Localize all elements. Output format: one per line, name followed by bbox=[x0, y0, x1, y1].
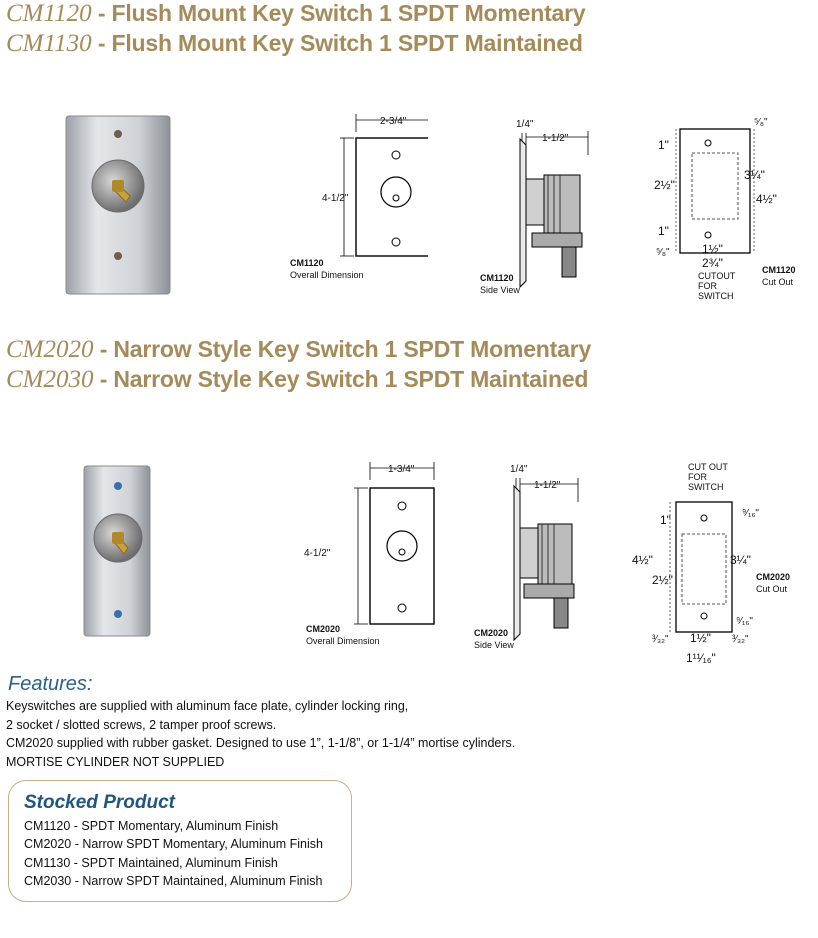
caption-text: Cut Out bbox=[756, 584, 788, 594]
dim-4: 3¼" bbox=[744, 168, 765, 182]
dim-depth: 1-1/2" bbox=[534, 480, 561, 491]
caption-text: Overall Dimension bbox=[306, 636, 380, 646]
dim-3: 2½" bbox=[652, 573, 673, 587]
features-line: MORTISE CYLINDER NOT SUPPLIED bbox=[6, 754, 225, 769]
title-description: - Narrow Style Key Switch 1 SPDT Momenta… bbox=[93, 336, 592, 362]
dim-9: 2¾" bbox=[702, 256, 723, 270]
dim-height: 4-1/2" bbox=[304, 548, 331, 559]
dim-6: ⁹⁄₁₆" bbox=[736, 616, 753, 627]
stocked-product-item: CM1120 - SPDT Momentary, Aluminum Finish bbox=[24, 819, 279, 833]
stocked-product-list: CM1120 - SPDT Momentary, Aluminum Finish… bbox=[24, 817, 323, 890]
model-number: CM2020 bbox=[6, 336, 94, 363]
dim-1: 1" bbox=[658, 138, 669, 152]
dim-top: 1/4" bbox=[510, 464, 528, 475]
dim-1: 1" bbox=[660, 513, 671, 527]
dim-5: ⁹⁄₁₆" bbox=[742, 508, 759, 519]
cutout-note: SWITCH bbox=[698, 291, 734, 300]
dim-depth: 1-1/2" bbox=[542, 133, 569, 144]
stocked-product-item: CM2030 - Narrow SPDT Maintained, Aluminu… bbox=[24, 873, 323, 888]
features-line: 2 socket / slotted screws, 2 tamper proo… bbox=[6, 717, 277, 732]
dim-height: 4-1/2" bbox=[322, 193, 349, 204]
dim-width: 1-3/4" bbox=[388, 464, 415, 475]
title-cm2030: CM2030 - Narrow Style Key Switch 1 SPDT … bbox=[6, 366, 588, 394]
caption-model: CM2020 bbox=[306, 624, 340, 634]
diagram-overall-cm1120: 2-3/4" 4-1/2" CM1120 Overall Dimension bbox=[288, 110, 428, 285]
dim-top: 1/4" bbox=[516, 119, 534, 130]
cutout-note: CUTOUT bbox=[698, 271, 736, 281]
stocked-product-heading: Stocked Product bbox=[24, 792, 175, 813]
caption-text: Side View bbox=[474, 640, 514, 650]
title-description: - Narrow Style Key Switch 1 SPDT Maintai… bbox=[93, 366, 589, 392]
dim-2: 2½" bbox=[654, 178, 675, 192]
dim-8: 1½" bbox=[702, 242, 723, 256]
model-number: CM1130 bbox=[6, 30, 92, 57]
features-heading: Features: bbox=[8, 673, 93, 695]
features-line: CM2020 supplied with rubber gasket. Desi… bbox=[6, 736, 516, 750]
caption-text: Overall Dimension bbox=[290, 270, 364, 280]
caption-model: CM2020 bbox=[474, 628, 508, 638]
model-number: CM2030 bbox=[6, 366, 94, 393]
caption-text: Side View bbox=[480, 285, 520, 295]
diagram-cutout-cm2020: CUT OUT FOR SWITCH 1" 4½" 2½" 3¼" ⁹⁄₁₆" … bbox=[632, 460, 802, 670]
stocked-product-item: CM2020 - Narrow SPDT Momentary, Aluminum… bbox=[24, 837, 323, 852]
title-cm2020: CM2020 - Narrow Style Key Switch 1 SPDT … bbox=[6, 336, 591, 364]
dim-3: 1" bbox=[658, 224, 669, 238]
model-number: CM1120 bbox=[6, 0, 92, 27]
caption-model: CM2020 bbox=[756, 572, 790, 582]
dim-7: ³⁄₃₂" bbox=[652, 634, 669, 645]
diagram-overall-cm2020: 1-3/4" 4-1/2" CM2020 Overall Dimension bbox=[300, 458, 440, 648]
title-description: - Flush Mount Key Switch 1 SPDT Momentar… bbox=[91, 0, 586, 26]
dim-4: 3¼" bbox=[730, 553, 751, 567]
dim-width: 2-3/4" bbox=[380, 116, 407, 127]
cutout-note: SWITCH bbox=[688, 482, 724, 492]
diagram-cutout-cm1120: 1" 2½" 1" 3¼" 4½" ⁵⁄₈" ⁵⁄₈" 1½" 2¾" CUTO… bbox=[650, 115, 810, 300]
diagram-side-cm1120: 1/4" 1-1/2" CM1120 Side View bbox=[478, 115, 598, 300]
dim-7: ⁵⁄₈" bbox=[656, 247, 670, 258]
dim-6: ⁵⁄₈" bbox=[754, 117, 768, 128]
cutout-note: FOR bbox=[698, 281, 717, 291]
dim-2: 4½" bbox=[632, 553, 653, 567]
photo-flush-switch bbox=[60, 110, 180, 300]
title-description: - Flush Mount Key Switch 1 SPDT Maintain… bbox=[91, 30, 583, 56]
dim-5: 4½" bbox=[756, 192, 777, 206]
stocked-product-item: CM1130 - SPDT Maintained, Aluminum Finis… bbox=[24, 855, 278, 870]
caption-model: CM1120 bbox=[762, 265, 796, 275]
stocked-product-box bbox=[8, 780, 352, 902]
photo-narrow-switch bbox=[78, 460, 158, 640]
title-cm1130: CM1130 - Flush Mount Key Switch 1 SPDT M… bbox=[6, 30, 583, 58]
caption-model: CM1120 bbox=[480, 273, 514, 283]
cutout-note: FOR bbox=[688, 472, 707, 482]
dim-9: ³⁄₃₂" bbox=[732, 634, 749, 645]
cutout-note: CUT OUT bbox=[688, 462, 728, 472]
dim-8: 1½" bbox=[690, 631, 711, 645]
diagram-side-cm2020: 1/4" 1-1/2" CM2020 Side View bbox=[472, 458, 592, 653]
caption-model: CM1120 bbox=[290, 258, 324, 268]
features-line: Keyswitches are supplied with aluminum f… bbox=[6, 699, 409, 713]
dim-10: 1¹¹⁄₁₆" bbox=[686, 651, 716, 665]
caption-text: Cut Out bbox=[762, 277, 794, 287]
features-body: Keyswitches are supplied with aluminum f… bbox=[6, 697, 515, 771]
title-cm1120: CM1120 - Flush Mount Key Switch 1 SPDT M… bbox=[6, 0, 586, 28]
